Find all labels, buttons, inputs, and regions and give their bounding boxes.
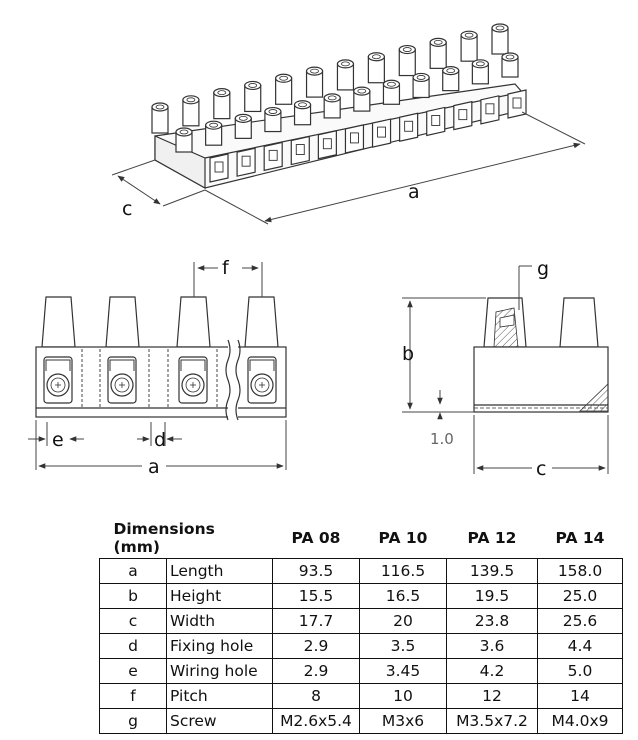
table-cell-pa08: 2.9 — [272, 633, 360, 659]
table-cell-pa10: 3.45 — [359, 658, 447, 684]
side-view — [473, 297, 609, 413]
table-header-pa10: PA 10 — [378, 529, 428, 547]
table-cell-pa12: 4.2 — [446, 658, 538, 684]
table-header-pa14: PA 14 — [555, 529, 605, 547]
side-label-b: b — [402, 343, 414, 365]
table-header-pa08: PA 08 — [291, 529, 341, 547]
table-cell-pa12: 139.5 — [446, 558, 538, 584]
front-label-d: d — [154, 429, 166, 451]
side-label-g: g — [537, 258, 549, 280]
table-cell-pa14: 14 — [537, 683, 623, 709]
front-label-f: f — [222, 257, 230, 279]
table-cell-pa14: 25.6 — [537, 608, 623, 634]
table-cell-pa08: 2.9 — [272, 658, 360, 684]
table-cell-pa14: 25.0 — [537, 583, 623, 609]
perspective-label-a: a — [408, 181, 420, 203]
table-header-pa12: PA 12 — [467, 529, 517, 547]
side-dimensions — [402, 265, 609, 474]
table-cell-pa08: 8 — [272, 683, 360, 709]
table-cell-pa08: M2.6x5.4 — [272, 708, 360, 734]
table-cell-symbol: c — [99, 608, 167, 634]
table-cell-pa14: 5.0 — [537, 658, 623, 684]
table-cell-pa10: 10 — [359, 683, 447, 709]
table-cell-pa10: 3.5 — [359, 633, 447, 659]
table-cell-name: Wiring hole — [166, 658, 273, 684]
table-cell-pa12: M3.5x7.2 — [446, 708, 538, 734]
table-cell-name: Pitch — [166, 683, 273, 709]
table-cell-pa08: 15.5 — [272, 583, 360, 609]
table-cell-pa12: 23.8 — [446, 608, 538, 634]
table-cell-pa08: 17.7 — [272, 608, 360, 634]
table-header-row: Dimensions (mm) PA 08 PA 10 PA 12 PA 14 — [100, 518, 623, 559]
table-cell-pa14: 158.0 — [537, 558, 623, 584]
table-cell-symbol: b — [99, 583, 167, 609]
table-cell-symbol: g — [99, 708, 167, 734]
front-dimensions — [28, 262, 287, 470]
table-cell-pa14: M4.0x9 — [537, 708, 623, 734]
table-cell-name: Height — [166, 583, 273, 609]
side-label-c: c — [536, 458, 546, 480]
table-cell-pa14: 4.4 — [537, 633, 623, 659]
table-cell-pa08: 93.5 — [272, 558, 360, 584]
table-cell-symbol: a — [99, 558, 167, 584]
table-cell-pa10: 116.5 — [359, 558, 447, 584]
front-view — [35, 296, 287, 421]
table-cell-pa10: 16.5 — [359, 583, 447, 609]
table-header-dimensions: Dimensions (mm) — [113, 520, 215, 556]
front-label-a: a — [148, 456, 160, 478]
front-label-e: e — [52, 429, 64, 451]
table-cell-name: Fixing hole — [166, 633, 273, 659]
terminal-block-drawing: c a — [28, 23, 609, 480]
table-cell-name: Length — [166, 558, 273, 584]
table-cell-pa12: 12 — [446, 683, 538, 709]
table-cell-pa10: M3x6 — [359, 708, 447, 734]
table-cell-symbol: d — [99, 633, 167, 659]
table-cell-symbol: f — [99, 683, 167, 709]
table-cell-symbol: e — [99, 658, 167, 684]
table-cell-name: Width — [166, 608, 273, 634]
dimensions-table: Dimensions (mm) PA 08 PA 10 PA 12 PA 14 … — [99, 518, 623, 734]
table-cell-pa12: 3.6 — [446, 633, 538, 659]
table-cell-name: Screw — [166, 708, 273, 734]
side-label-offset: 1.0 — [430, 430, 454, 448]
perspective-label-c: c — [122, 198, 132, 220]
perspective-dimensions — [111, 111, 586, 225]
table-cell-pa10: 20 — [359, 608, 447, 634]
perspective-view — [151, 23, 527, 190]
table-cell-pa12: 19.5 — [446, 583, 538, 609]
